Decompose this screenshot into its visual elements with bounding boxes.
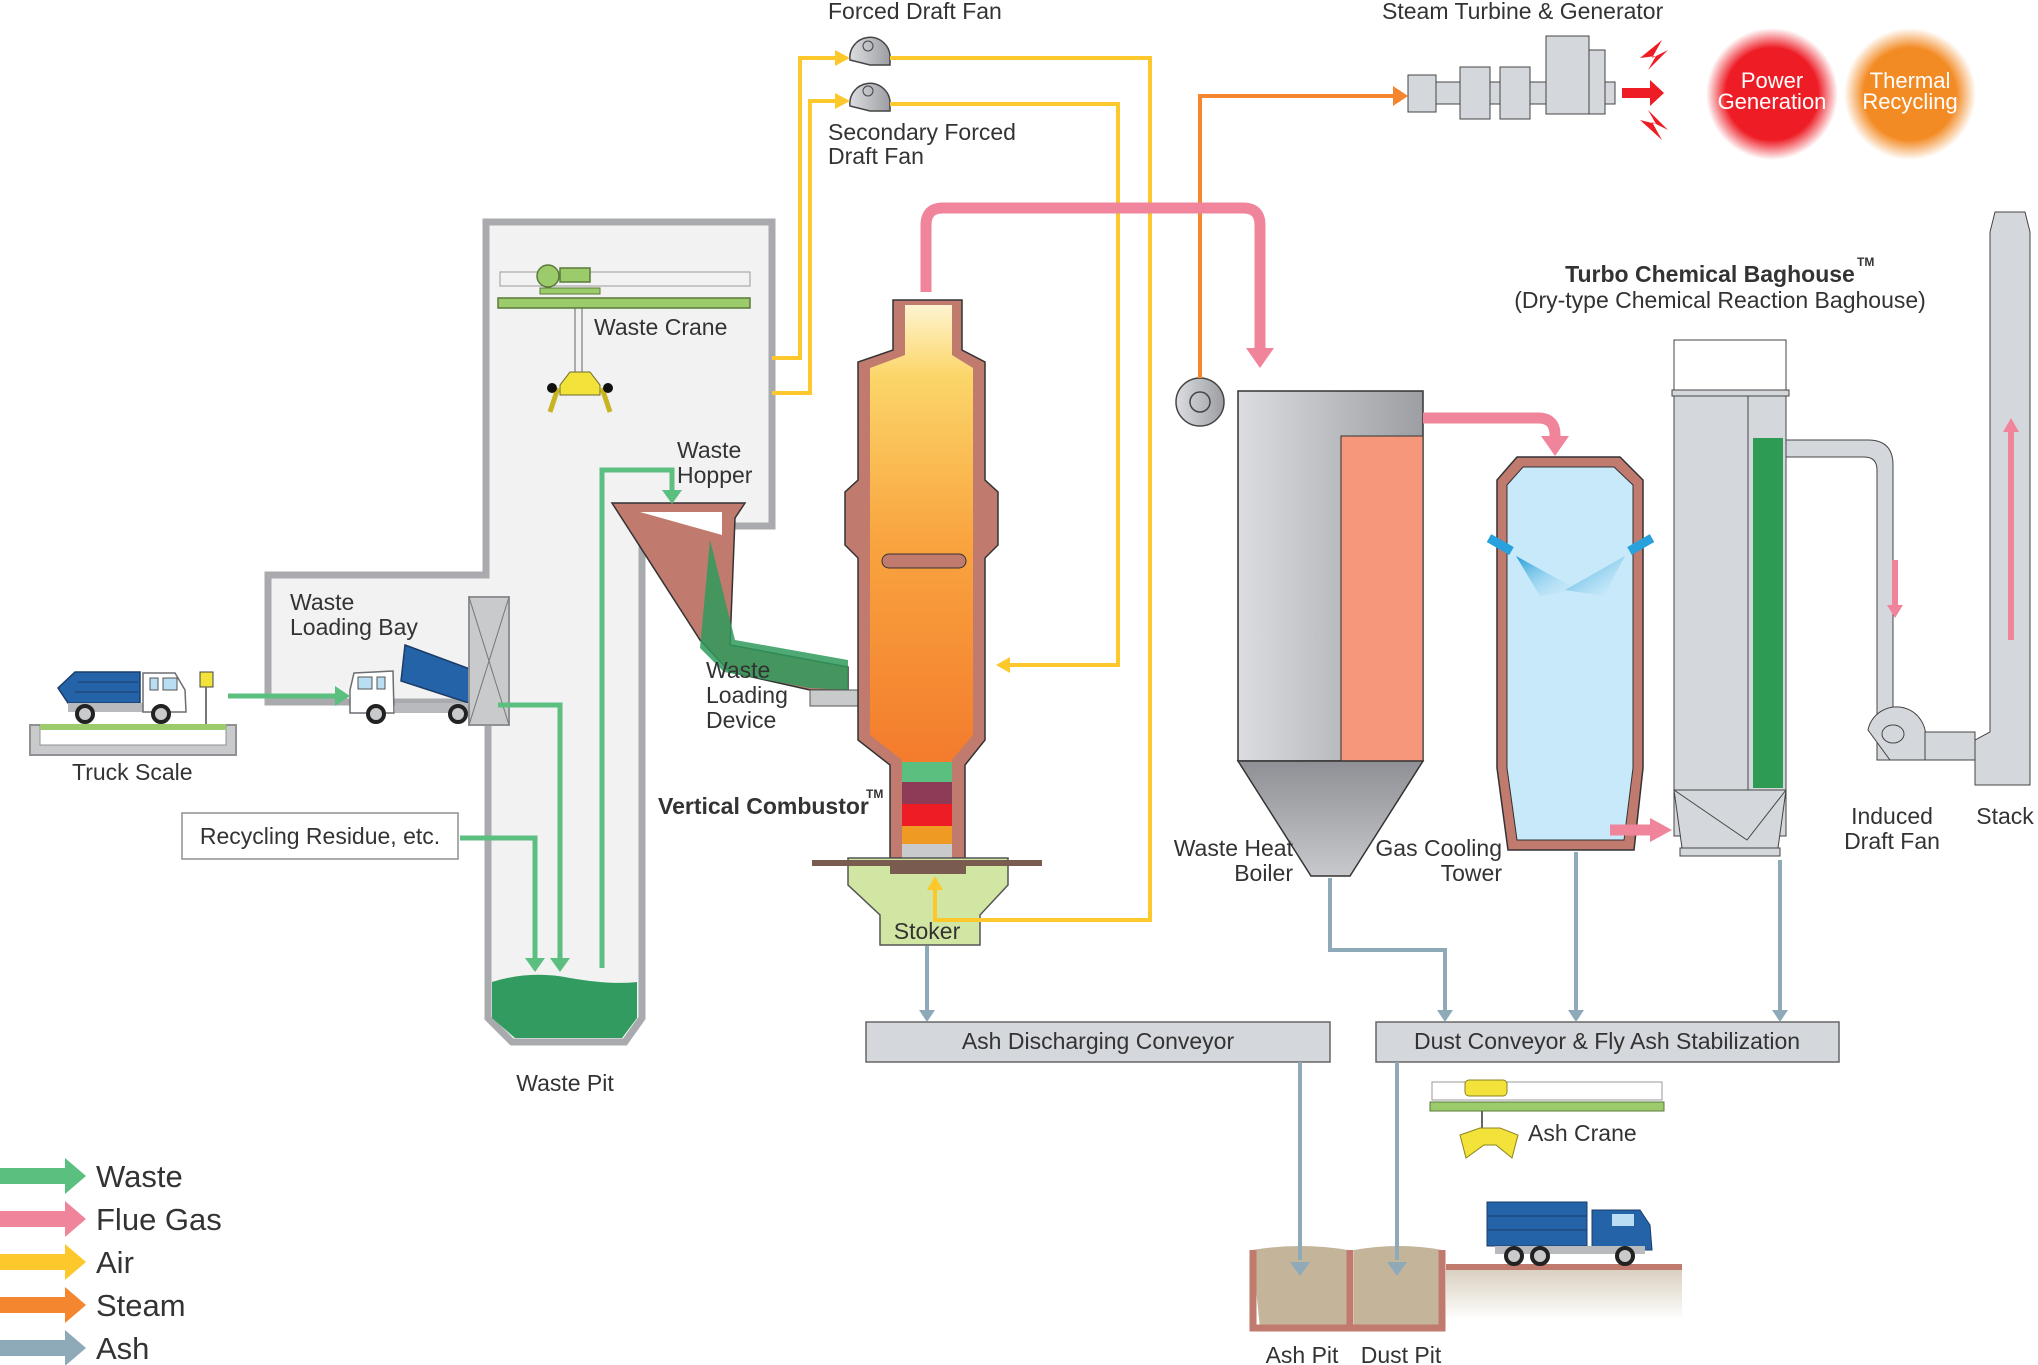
label-ash-conveyor: Ash Discharging Conveyor [962,1028,1235,1054]
label-loading-bay-2: Loading Bay [290,614,418,640]
label-loading-device-1: Waste [706,657,770,683]
label-cooling-tower-1: Gas Cooling [1375,835,1502,861]
legend-arrow-air [0,1244,86,1280]
legend-label-waste: Waste [96,1159,183,1194]
legend-arrow-flue-gas [0,1201,86,1237]
secondary-forced-draft-fan-icon [849,82,891,112]
label-secondary-fan-1: Secondary Forced [828,119,1016,145]
gas-cooling-tower [1486,456,1655,851]
label-baghouse-subtitle: (Dry-type Chemical Reaction Baghouse) [1514,287,1926,313]
garbage-truck-icon [57,671,214,724]
legend-label-air: Air [96,1245,134,1280]
steam-turbine-generator [1407,35,1616,120]
label-loading-bay-1: Waste [290,589,354,615]
legend-item-flue-gas: Flue Gas [0,1201,222,1237]
label-dust-conveyor: Dust Conveyor & Fly Ash Stabilization [1414,1028,1800,1054]
dust-conveyor [1375,1021,1840,1063]
label-cooling-tower-2: Tower [1441,860,1503,886]
label-ash-crane: Ash Crane [1528,1120,1637,1146]
induced-draft-fan-and-duct [1785,439,1976,761]
legend: Waste Flue Gas Air Steam Ash [0,1158,222,1365]
ash-dust-pits [1249,1246,1682,1332]
label-secondary-fan-2: Draft Fan [828,143,924,169]
legend-arrow-steam [0,1287,86,1323]
legend-arrow-waste [0,1158,86,1194]
legend-label-ash: Ash [96,1331,149,1365]
ash-truck-icon [1486,1201,1653,1266]
label-ash-pit: Ash Pit [1266,1342,1339,1365]
label-idf-2: Draft Fan [1844,828,1940,854]
thermal-recycling-circle [1844,28,1976,160]
forced-draft-fan-icon [849,36,891,66]
waste-flow-lines [228,467,675,968]
waste-crane-icon [497,264,751,413]
label-steam-turbine: Steam Turbine & Generator [1382,0,1664,24]
truck-scale [29,724,237,756]
air-arrowheads [835,50,1010,890]
stoker [812,857,1042,946]
label-recycling-residue: Recycling Residue, etc. [200,823,440,849]
legend-item-waste: Waste [0,1158,183,1194]
ash-arrowheads [919,1010,1788,1276]
label-stoker: Stoker [894,918,961,944]
power-lightning-icons [1622,40,1668,140]
label-waste-crane: Waste Crane [594,314,727,340]
label-waste-hopper-1: Waste [677,437,741,463]
flue-gas-flow-lines [920,202,1650,836]
legend-label-flue-gas: Flue Gas [96,1202,222,1237]
label-vertical-combustor: Vertical Combustor [658,793,869,819]
label-loading-device-3: Device [706,707,776,733]
legend-arrow-ash [0,1330,86,1365]
ash-discharging-conveyor [865,1021,1331,1063]
legend-item-steam: Steam [0,1287,186,1323]
legend-item-air: Air [0,1244,134,1280]
power-generation-circle [1706,28,1838,160]
waste-hopper [610,502,859,707]
turbo-chemical-baghouse [1671,339,1790,857]
vertical-combustor [844,299,999,862]
label-idf-1: Induced [1851,803,1933,829]
waste-heat-boiler [1175,377,1425,877]
legend-label-steam: Steam [96,1288,186,1323]
label-boiler-1: Waste Heat [1174,835,1294,861]
stack [1974,211,2031,786]
label-power-1: Power [1741,68,1803,93]
trademark-combustor: TM [866,787,883,801]
ash-crane-icon [1429,1079,1665,1159]
steam-arrowhead [1393,86,1408,106]
label-boiler-2: Boiler [1234,860,1293,886]
label-loading-device-2: Loading [706,682,788,708]
label-waste-hopper-2: Hopper [677,462,753,488]
legend-item-ash: Ash [0,1330,149,1365]
label-waste-pit: Waste Pit [516,1070,614,1096]
ash-flow-lines [925,852,1782,1260]
label-power-2: Generation [1718,89,1827,114]
label-thermal-2: Recycling [1862,89,1957,114]
waste-arrowheads [335,490,682,972]
label-forced-draft-fan: Forced Draft Fan [828,0,1002,24]
label-truck-scale: Truck Scale [72,759,193,785]
recycling-residue-box: Recycling Residue, etc. [181,812,459,860]
label-baghouse-title: Turbo Chemical Baghouse [1565,261,1855,287]
bay-door [468,596,510,726]
label-dust-pit: Dust Pit [1361,1342,1442,1365]
air-flow-lines [772,56,1152,922]
label-thermal-1: Thermal [1870,68,1951,93]
steam-flow-lines [1198,94,1393,378]
flue-gas-arrowheads [1246,348,2019,842]
waste-pit-contents [492,974,637,1038]
label-stack: Stack [1976,803,2034,829]
trademark-baghouse: TM [1857,255,1874,269]
